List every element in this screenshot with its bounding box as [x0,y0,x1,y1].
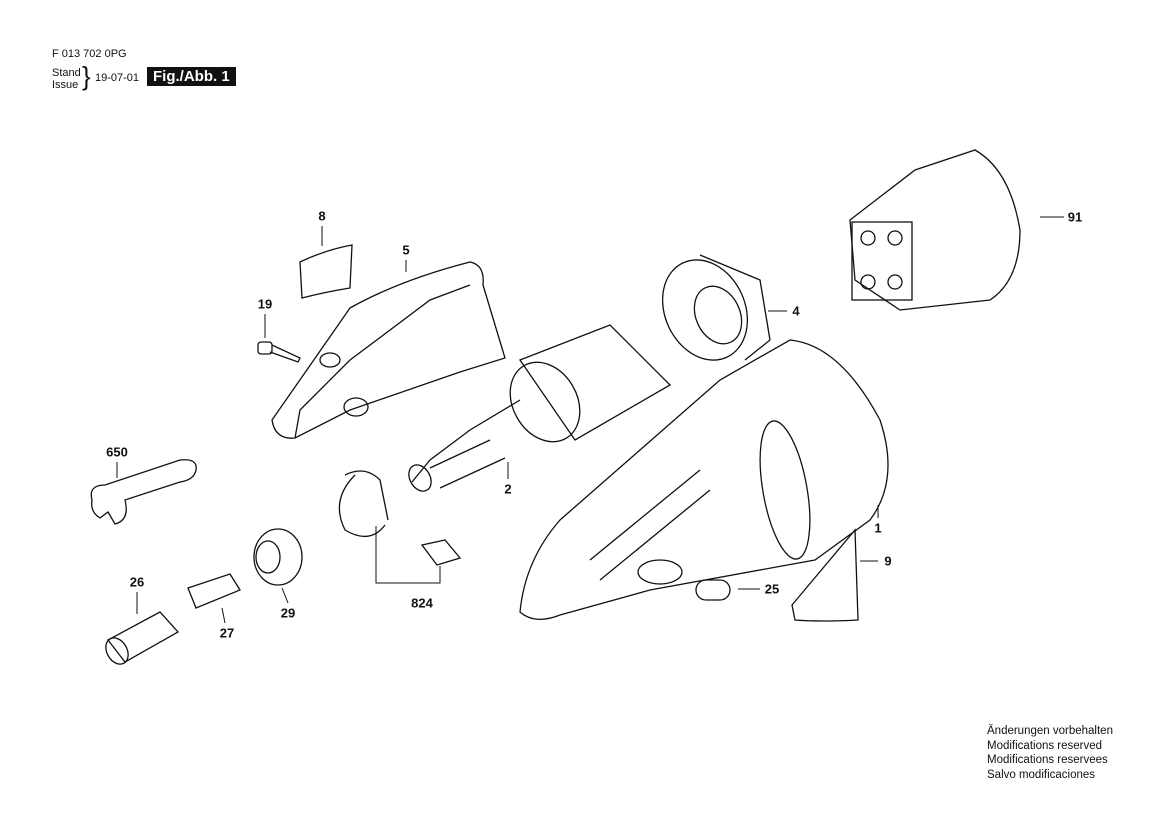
note-fr: Modifications reservees [987,754,1108,766]
callout-29: 29 [280,605,296,621]
part-650-wrench [90,459,197,525]
part-26-collet-nut [105,611,180,665]
callout-9: 9 [884,553,892,569]
part-4-end-cap [661,254,771,361]
callout-19: 19 [257,296,273,312]
callout-8: 8 [318,208,326,224]
part-824-clip [338,470,462,566]
stand-issue-label: Stand Issue [52,67,81,91]
callout-25: 25 [764,581,780,597]
callout-2: 2 [504,481,512,497]
document-number: F 013 702 0PG [52,48,127,60]
issue-date: 19-07-01 [95,72,140,84]
note-es: Salvo modificaciones [987,768,1096,781]
callout-824: 824 [411,595,433,611]
part-5-housing-cover [271,261,506,439]
part-91-battery [849,149,1021,311]
callout-91: 91 [1067,209,1083,225]
leader-lines [116,216,1064,624]
figure-label: Fig./Abb. 1 [147,67,236,86]
part-8-label [299,244,353,299]
modification-notes: Änderungen vorbehalten Modifications res… [987,724,1113,782]
part-29-nut [253,528,303,586]
note-en: Modifications reserved [987,739,1103,752]
callout-26: 26 [129,574,145,590]
brace: } [82,61,91,91]
callout-4: 4 [792,303,800,319]
callout-27: 27 [219,625,235,641]
callout-650: 650 [106,444,128,460]
part-27-collet [187,573,241,609]
stand-label: Stand [52,67,81,79]
part-25-button [695,579,731,601]
callout-1: 1 [874,520,882,536]
part-2-motor [408,324,672,492]
part-9-label [791,528,859,622]
callout-5: 5 [402,242,410,258]
part-19-screw [257,341,301,363]
issue-label: Issue [52,79,79,91]
note-de: Änderungen vorbehalten [987,725,1113,737]
part-1-main-housing [519,339,889,620]
